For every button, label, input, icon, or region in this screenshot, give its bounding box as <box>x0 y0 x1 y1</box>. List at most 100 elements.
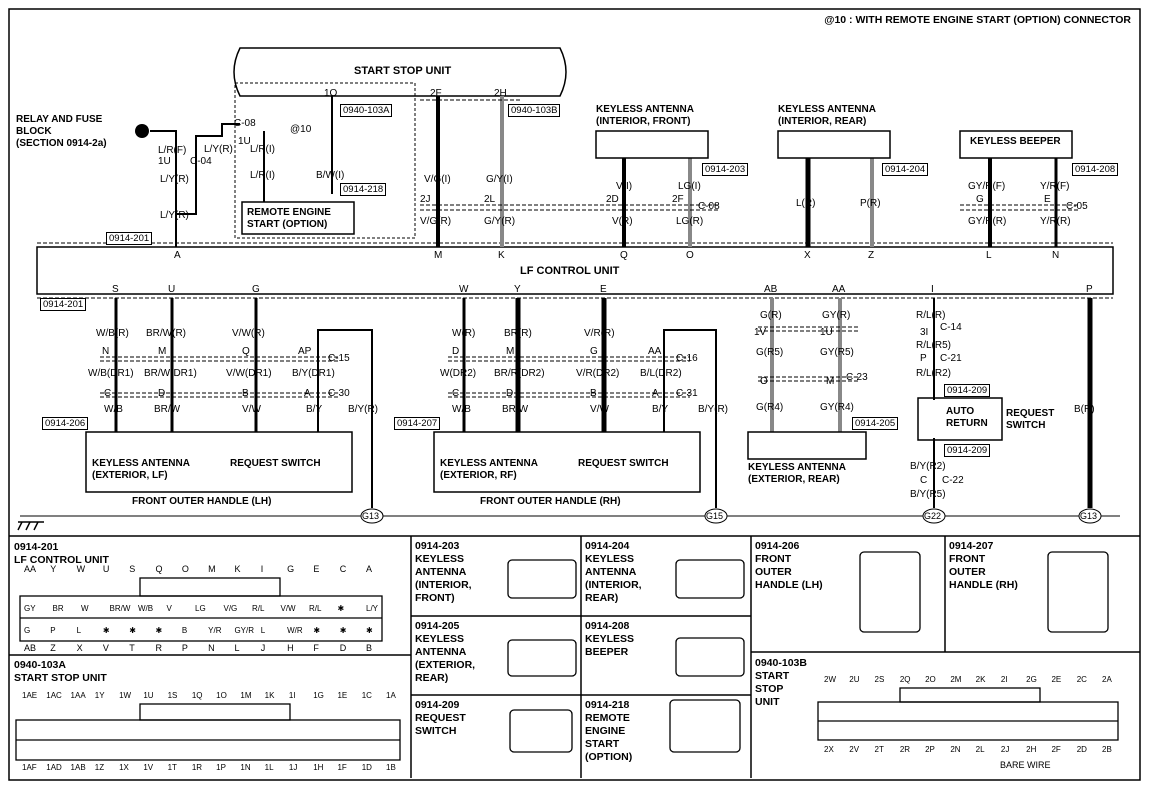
pin-label: A <box>174 250 181 261</box>
wire-label: L/Y(R) <box>160 174 189 185</box>
pin-label: K <box>498 250 505 261</box>
pin-label: H <box>287 643 294 653</box>
wire-label: D <box>506 388 514 399</box>
pin-label: ✱ <box>337 604 345 613</box>
pin-label: 2Q <box>899 675 911 684</box>
pin-label: S <box>112 284 119 295</box>
wire-label: V/G(R) <box>420 216 452 227</box>
pin-label: ✱ <box>313 626 321 635</box>
wire-label: BR/W <box>502 404 529 415</box>
pin-label: 2O <box>925 675 936 684</box>
connector-tag-0914-203: 0914-203 <box>702 163 749 176</box>
pin-label: V <box>102 643 109 653</box>
wire-label: L/Y(R) <box>204 144 233 155</box>
pin-label: 1AB <box>70 763 86 772</box>
wire-label: B/W(I) <box>316 170 345 181</box>
wire-label: L/R(I) <box>250 170 275 181</box>
wire-label: AP <box>298 346 312 357</box>
pin-label: O <box>181 564 189 574</box>
ground-g15: G15 <box>706 511 724 521</box>
wire-label: E <box>1044 194 1051 205</box>
wire-label: C-04 <box>190 156 212 167</box>
pin-label: P <box>50 626 56 635</box>
ground-g13-right: G13 <box>1080 511 1098 521</box>
pin-label: 2B <box>1102 745 1112 754</box>
wire-label: C-14 <box>940 322 962 333</box>
panel-0914-208-name: KEYLESS BEEPER <box>585 633 635 658</box>
pin-label: 2M <box>950 675 962 684</box>
wire-label: V/W <box>242 404 261 415</box>
ground-g13-left: G13 <box>362 511 380 521</box>
wire-label: LG(R) <box>676 216 704 227</box>
pin-label: 2K <box>975 675 986 684</box>
pin-label: GY/R <box>234 626 255 635</box>
panel-0914-204-id: 0914-204 <box>585 540 630 552</box>
pin-label: 1AE <box>22 691 38 700</box>
wire-label: C-21 <box>940 353 962 364</box>
pin-label: 2H <box>1026 745 1037 754</box>
wire-label: C-05 <box>1066 201 1088 212</box>
pin-label: 2I <box>1000 675 1008 684</box>
pin-label: 1T <box>167 763 177 772</box>
wire-label: GY/R(R) <box>968 216 1007 227</box>
wire-label: V/R(DR2) <box>576 368 620 379</box>
connector-tag-0914-205: 0914-205 <box>852 417 899 430</box>
pin-label: W/R <box>287 626 303 635</box>
pin-label: 1J <box>288 763 298 772</box>
pin-label: 1M <box>240 691 252 700</box>
pin-label: W <box>76 564 86 574</box>
pin-label: 1Z <box>94 763 105 772</box>
pin-label: ✱ <box>366 626 373 635</box>
wire-label: BR/R(DR2) <box>494 368 545 379</box>
start-stop-unit-label: START STOP UNIT <box>354 65 452 77</box>
pin-label: 2X <box>824 745 834 754</box>
pin-label: 2C <box>1076 675 1087 684</box>
wire-label: V/W <box>590 404 609 415</box>
pin-label: R <box>155 643 163 653</box>
pin-label: W <box>459 284 469 295</box>
wire-label: C-16 <box>676 353 698 364</box>
panel-0914-206-name: FRONT OUTER HANDLE (LH) <box>755 553 823 591</box>
connector-tag-0914-209-bottom: 0914-209 <box>944 444 991 457</box>
pin-label: Z <box>868 250 875 261</box>
lf-control-unit-label: LF CONTROL UNIT <box>520 265 620 277</box>
panel-0940-103b-name: START STOP UNIT <box>755 670 790 708</box>
front-outer-handle-rh-label: FRONT OUTER HANDLE (RH) <box>480 496 621 507</box>
pin-label: X <box>804 250 811 261</box>
wire-label: W/B(R) <box>96 328 129 339</box>
wire-label: Y/R(R) <box>1040 216 1071 227</box>
pin-label: G <box>24 626 31 635</box>
pin-label: AB <box>24 643 37 653</box>
wire-label: B/Y(R) <box>348 404 378 415</box>
pin-label: Y/R <box>208 626 222 635</box>
request-switch-lh-label: REQUEST SWITCH <box>230 458 321 469</box>
wire-label: B/Y(DR1) <box>292 368 335 379</box>
wire-label: P(R) <box>860 198 881 209</box>
pin-label: 2L <box>975 745 985 754</box>
keyless-antenna-int-front-label: KEYLESS ANTENNA (INTERIOR, FRONT) <box>596 104 694 127</box>
pin-label: 2A <box>1102 675 1112 684</box>
pin-label: G <box>287 564 295 574</box>
pin-label: 2F <box>1051 745 1061 754</box>
pin-label: AA <box>832 284 846 295</box>
wire-label: B/Y(R2) <box>910 461 946 472</box>
wire-label: R/L(R) <box>916 310 946 321</box>
wire-label: 3I <box>920 327 929 338</box>
connector-tag-0914-208: 0914-208 <box>1072 163 1119 176</box>
pin-label: L <box>234 643 240 653</box>
wire-label: W(DR2) <box>440 368 477 379</box>
wire-label: V(R) <box>612 216 633 227</box>
wire-label: BR(R) <box>504 328 532 339</box>
pin-label: R/L <box>252 604 265 613</box>
panel-0914-218-id: 0914-218 <box>585 699 630 711</box>
pin-label: ✱ <box>155 626 163 635</box>
request-switch-rh-label: REQUEST SWITCH <box>578 458 669 469</box>
wire-label: A <box>652 388 659 399</box>
wire-label: 2F <box>672 194 684 205</box>
pin-label: F <box>313 643 319 653</box>
panel-0940-103a-id: 0940-103A <box>14 659 66 671</box>
pin-label: 1I <box>288 691 296 700</box>
wire-label: L/Y(R) <box>160 210 189 221</box>
wire-label: M <box>158 346 167 357</box>
pin-label: P <box>1086 284 1093 295</box>
